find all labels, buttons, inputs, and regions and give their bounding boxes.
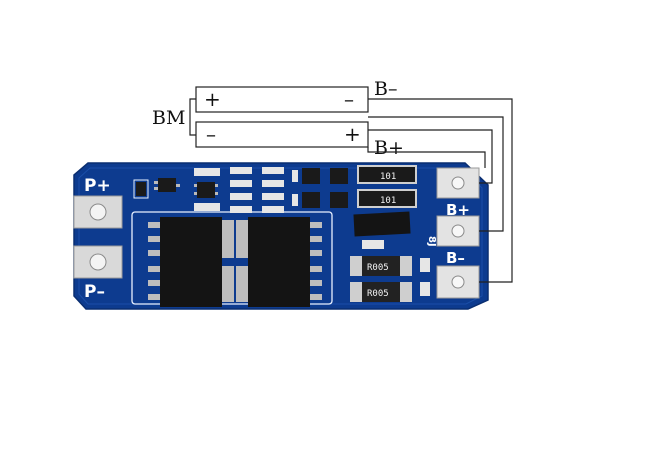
mosfet-1 [148, 217, 234, 262]
resistor-101-mid: 101 [357, 189, 417, 208]
mosfet-4 [236, 262, 322, 307]
mosfet-3 [148, 262, 234, 307]
b-plus-wire-label: B+ [374, 137, 404, 159]
resistor-101-top-label: 101 [380, 172, 396, 182]
b-minus-wire-label: B– [374, 78, 397, 100]
p-plus-label: P+ [84, 176, 111, 196]
resistor-r005-1: R005 [350, 256, 412, 276]
wires [367, 98, 513, 283]
resistor-r005-2: R005 [350, 282, 412, 302]
smd-components [133, 167, 430, 296]
cell-bottom: – + [195, 121, 369, 148]
cell-bottom-minus: – [206, 122, 216, 146]
b-minus-pad [436, 265, 480, 299]
ic-marking: 8J [426, 236, 437, 247]
bm-label: BM [152, 107, 185, 129]
resistor-r005-1-label: R005 [367, 263, 389, 273]
b-plus-pad [436, 215, 480, 247]
resistor-101-mid-label: 101 [380, 196, 396, 206]
b-plus-pcb-label: B+ [446, 201, 470, 219]
resistor-r005-2-label: R005 [367, 289, 389, 299]
b-minus-pcb-label: B– [446, 249, 465, 267]
cell-top-minus: – [344, 87, 354, 111]
mosfet-2 [236, 217, 322, 262]
bm-bracket [189, 98, 196, 136]
cell-top-plus: + [204, 87, 221, 111]
cell-bottom-plus: + [344, 122, 361, 146]
b-top-pad [436, 167, 480, 199]
resistor-101-top: 101 [357, 165, 417, 184]
p-plus-pad [73, 195, 123, 229]
p-minus-label: P– [84, 282, 105, 302]
p-minus-pad [73, 245, 123, 279]
cell-top: + – [195, 86, 369, 113]
